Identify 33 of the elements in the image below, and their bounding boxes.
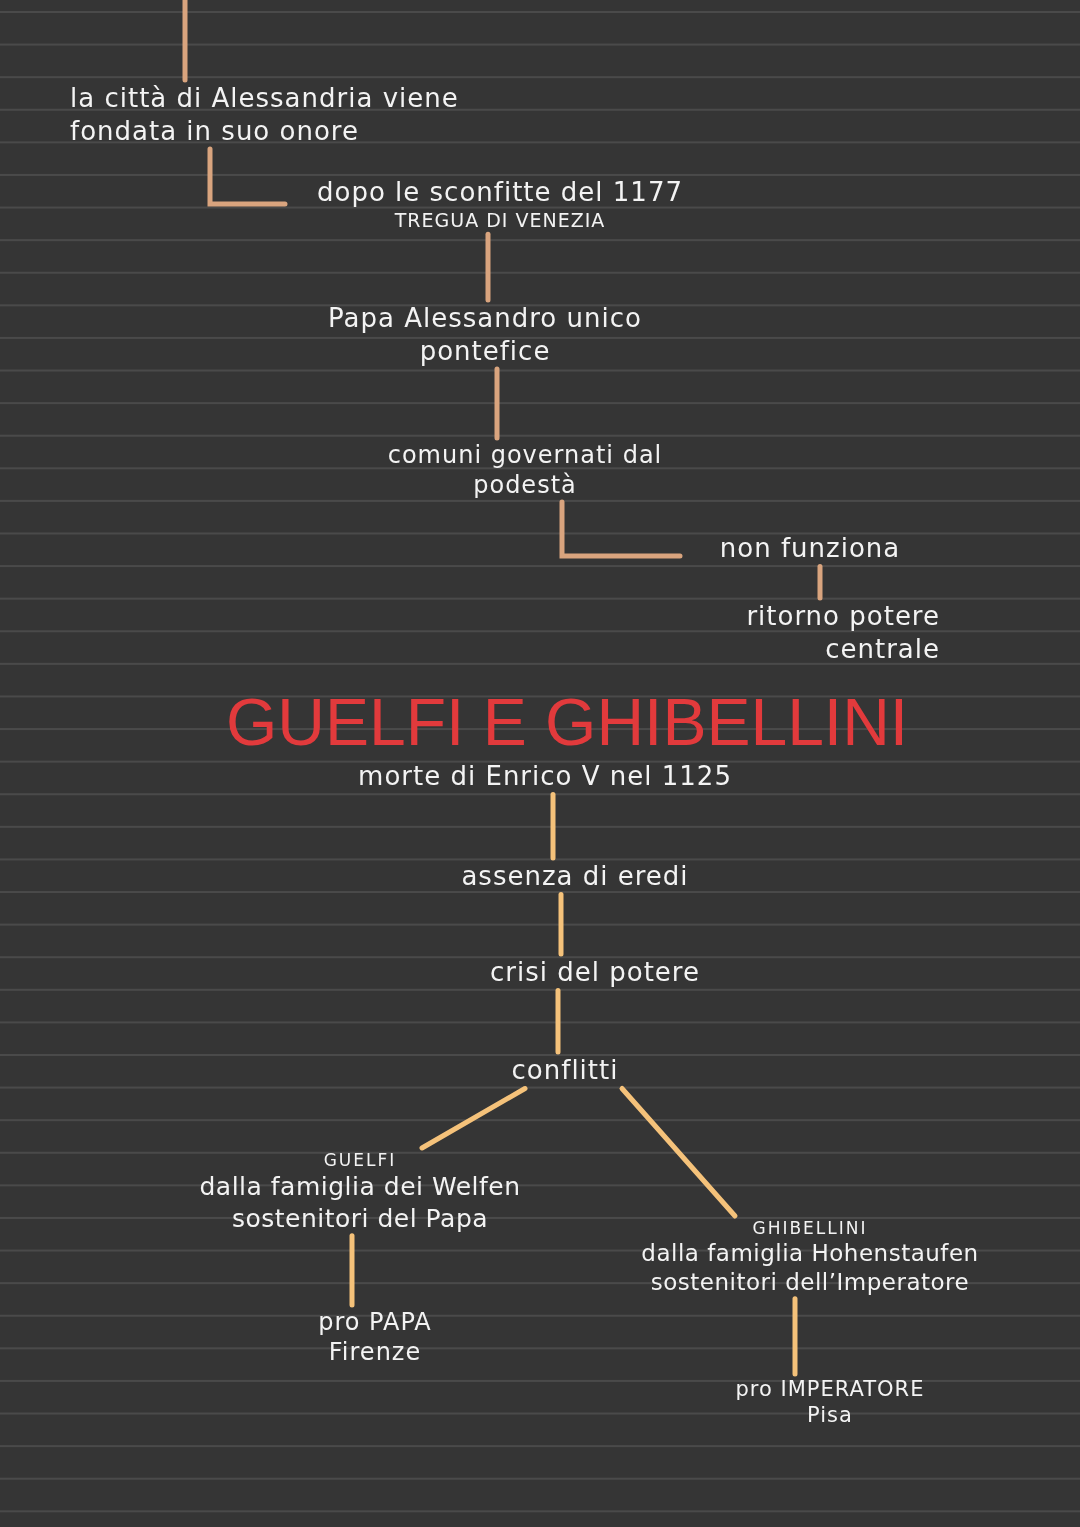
- note-text: ritorno potere centrale: [690, 598, 940, 667]
- heading-text: GUELFI: [322, 1150, 398, 1172]
- connector-line: [792, 1296, 798, 1377]
- note-text: la città di Alessandria viene fondata in suo onore: [70, 80, 550, 149]
- connector-line: [207, 146, 288, 207]
- connector-line: [419, 1086, 528, 1151]
- note-text: non funziona: [680, 530, 940, 567]
- connector-line: [349, 1233, 355, 1308]
- note-text: dopo le sconfitte del 1177: [316, 176, 684, 209]
- connector-line: [494, 366, 500, 441]
- note-text: pro PAPA: [317, 1307, 433, 1337]
- connector-line: [558, 892, 564, 957]
- note-text: conflitti: [480, 1052, 650, 1089]
- note-text: morte di Enrico V nel 1125: [290, 758, 800, 795]
- note-text: comuni governati dal podestà: [355, 438, 695, 502]
- connector-line: [619, 1086, 738, 1219]
- connector-line: [485, 231, 491, 303]
- note-text: Firenze: [327, 1337, 423, 1367]
- note-text: Papa Alessandro unico pontefice: [300, 300, 670, 369]
- note-text: dalla famiglia dei Welfen sostenitori del Papa: [198, 1171, 522, 1234]
- heading-text: GHIBELLINI: [751, 1218, 869, 1240]
- note-text: pro IMPERATORE: [734, 1376, 926, 1403]
- note-text: crisi del potere: [470, 954, 720, 991]
- connector-line: [555, 988, 561, 1055]
- note-text: dalla famiglia Hohenstaufen sostenitori dell’Imperatore: [640, 1239, 980, 1297]
- note-text: assenza di eredi: [430, 858, 720, 895]
- connector-line: [559, 499, 683, 559]
- connector-line: [550, 792, 556, 861]
- note-text: Pisa: [806, 1402, 854, 1429]
- subheading-text: TREGUA DI VENEZIA: [393, 208, 607, 233]
- connector-line: [182, 0, 188, 83]
- title-text: GUELFI E GHIBELLINI: [226, 684, 909, 760]
- connector-line: [817, 564, 823, 601]
